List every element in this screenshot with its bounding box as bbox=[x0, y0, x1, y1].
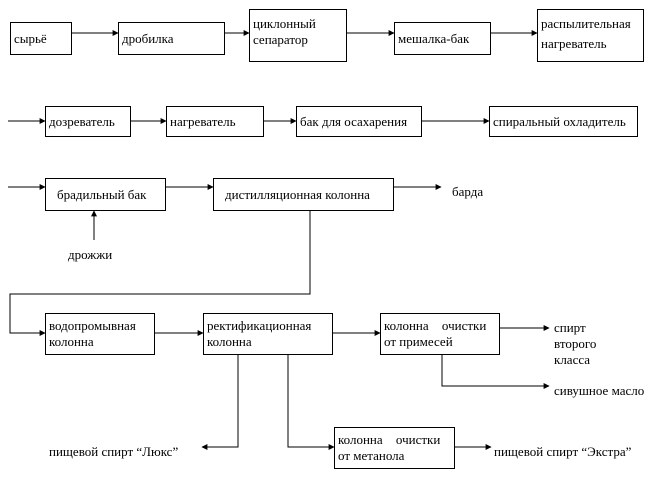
arrow-distillation-to-water-wash bbox=[9, 209, 311, 336]
label-yeast: дрожжи bbox=[68, 247, 113, 262]
node-crusher: дробилка bbox=[118, 22, 225, 55]
node-methanol-cleaning-column: колонна очистки от метанола bbox=[334, 427, 455, 469]
node-fermentation-tank: брадильный бак bbox=[45, 178, 166, 211]
node-saccharification-tank: бак для осахарения bbox=[296, 106, 422, 137]
node-spray-heater: распылительная нагреватель bbox=[537, 9, 644, 62]
node-heater: нагреватель bbox=[166, 106, 264, 137]
node-spiral-cooler: спиральный охладитель bbox=[489, 106, 638, 137]
label-second-grade-spirit: спирт второго класса bbox=[554, 320, 597, 367]
node-distillation-column: дистилляционная колонна bbox=[213, 178, 394, 211]
node-cyclone-separator: циклонный сепаратор bbox=[249, 9, 347, 62]
node-rectification-column: ректификационная колонна bbox=[203, 313, 333, 355]
arrow-impurity-to-fusel bbox=[441, 355, 550, 389]
node-impurity-cleaning-column: колонна очистки от примесей bbox=[380, 313, 500, 355]
label-stillage: барда bbox=[452, 184, 484, 199]
node-mixer-tank: мешалка-бак bbox=[394, 22, 491, 55]
node-maturer: дозреватель bbox=[45, 106, 131, 137]
node-raw: сырьё bbox=[10, 22, 72, 55]
label-lux-spirit: пищевой спирт “Люкс” bbox=[49, 444, 179, 459]
arrow-rectification-to-methanol bbox=[287, 355, 335, 450]
arrow-rectification-to-lux bbox=[201, 355, 239, 450]
node-water-wash-column: водопромывная колонна bbox=[45, 313, 155, 355]
label-fusel-oil: сивушное масло bbox=[554, 383, 645, 398]
label-extra-spirit: пищевой спирт “Экстра” bbox=[494, 444, 632, 459]
